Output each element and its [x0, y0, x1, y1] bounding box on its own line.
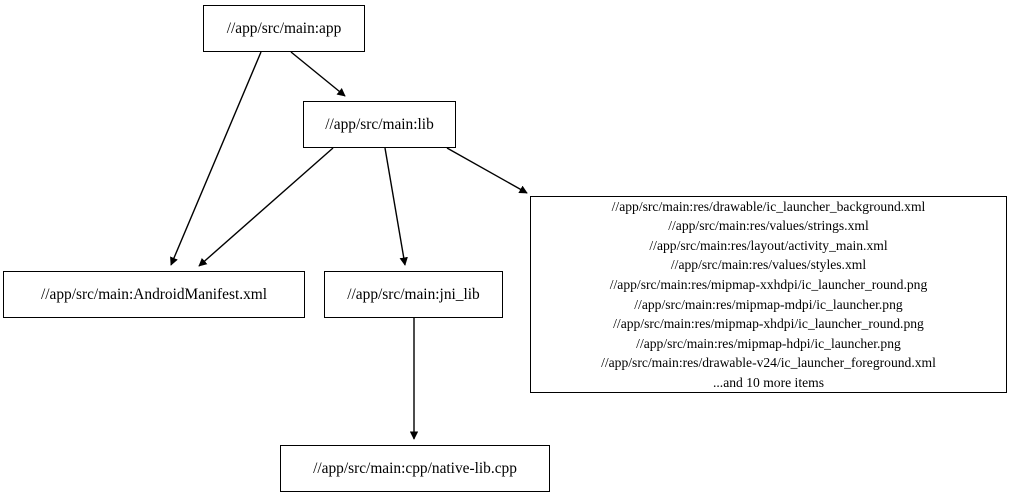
node-android-manifest[interactable]: //app/src/main:AndroidManifest.xml: [3, 271, 305, 318]
node-jni-lib-label: //app/src/main:jni_lib: [347, 285, 480, 303]
node-native-lib-cpp[interactable]: //app/src/main:cpp/native-lib.cpp: [280, 445, 550, 492]
node-native-lib-cpp-label: //app/src/main:cpp/native-lib.cpp: [313, 459, 517, 477]
edge-lib-to-jni-lib: [384, 147, 408, 266]
node-jni-lib[interactable]: //app/src/main:jni_lib: [324, 271, 503, 318]
node-resources-label: //app/src/main:res/drawable/ic_launcher_…: [601, 198, 936, 390]
node-app[interactable]: //app/src/main:app: [203, 5, 365, 52]
node-resources[interactable]: //app/src/main:res/drawable/ic_launcher_…: [530, 196, 1007, 393]
node-android-manifest-label: //app/src/main:AndroidManifest.xml: [40, 285, 268, 303]
node-app-label: //app/src/main:app: [226, 19, 342, 37]
node-lib[interactable]: //app/src/main:lib: [303, 101, 456, 148]
edge-lib-to-resources: [446, 147, 528, 194]
edge-lib-to-manifest: [198, 147, 334, 267]
edge-app-to-manifest: [170, 51, 262, 266]
node-lib-label: //app/src/main:lib: [325, 115, 434, 133]
edge-app-to-lib: [290, 51, 346, 97]
